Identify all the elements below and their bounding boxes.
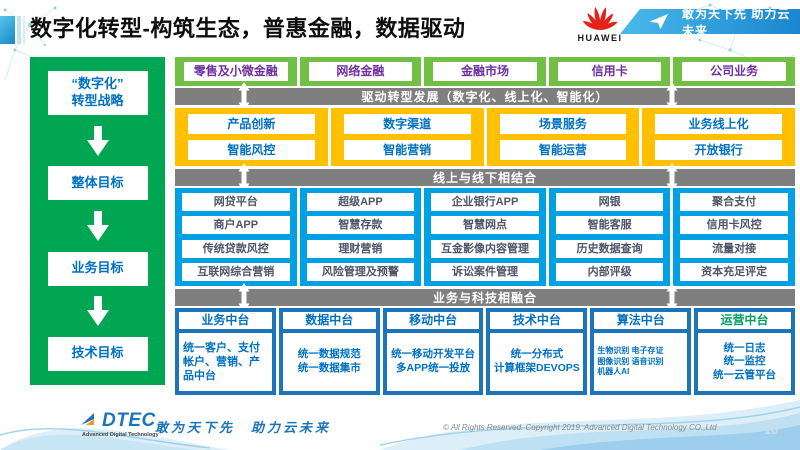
ribbon-slogan: 敢为天下先 助力云未来	[682, 6, 791, 38]
platform-algorithm: 算法中台 生物识别 电子存证 图像识别 语音识别 机器人AI	[590, 308, 692, 395]
slogan-ribbon: 敢为天下先 助力云未来	[620, 9, 800, 34]
capability-section: 产品创新 智能风控 数字渠道 智能营销 场景服务 智能运营 业务线上化 开放银行	[175, 108, 795, 166]
down-arrow-icon	[86, 125, 109, 156]
sidebar-item-business-goal: 业务目标	[47, 251, 148, 286]
wave-decor-bottom-right	[380, 400, 800, 450]
sidebar-item-strategy: “数字化” 转型战略	[47, 71, 148, 115]
double-arrow-icon	[666, 283, 678, 312]
banner-drive-label: 驱动转型发展（数字化、线上化、智能化）	[361, 90, 609, 104]
capability-product-innovation: 产品创新	[188, 114, 315, 134]
banner-tech-fusion-label: 业务与科技相融合	[432, 291, 537, 305]
banner-online-offline-label: 线上与线下相结合	[432, 171, 537, 185]
capability-scenario-service: 场景服务	[499, 114, 627, 134]
dtec-subtitle: Advanced Digital Technology	[82, 432, 159, 438]
app-merchant-app: 商户APP	[182, 216, 290, 235]
business-line-financial-market: 金融市场	[433, 62, 537, 81]
app-online-banking: 网银	[555, 193, 664, 212]
title-accent-bar	[23, 16, 25, 44]
app-litigation-mgmt: 诉讼案件管理	[431, 262, 539, 281]
app-capital-adequacy: 资本充足评定	[680, 262, 788, 281]
app-smart-service: 智能客服	[555, 216, 664, 235]
platform-header: 移动中台	[386, 312, 480, 329]
app-credit-card-risk: 信用卡风控	[680, 216, 788, 235]
dtec-logo: DTEC	[80, 411, 156, 431]
huawei-wordmark: HUAWEI	[577, 33, 623, 43]
platform-data: 数据中台 统一数据规范 统一数据集市	[278, 308, 380, 395]
sidebar-item-tech-goal: 技术目标	[47, 336, 148, 371]
platform-content: 统一移动开发平台 多APP统一投放	[386, 333, 480, 391]
platform-header: 算法中台	[594, 312, 688, 329]
double-arrow-icon	[238, 163, 250, 192]
app-smart-branch: 智慧网点	[431, 216, 539, 235]
huawei-logo: HUAWEI	[576, 3, 624, 43]
platform-content: 生物识别 电子存证 图像识别 语音识别 机器人AI	[594, 333, 688, 391]
down-arrow-icon	[86, 296, 109, 327]
banner-online-offline: 线上与线下相结合	[175, 163, 795, 192]
title-accent-square	[0, 16, 15, 44]
app-super-app: 超级APP	[306, 193, 415, 212]
business-line-retail: 零售及小微金融	[184, 62, 288, 81]
double-arrow-icon	[238, 283, 250, 312]
platform-content: 统一数据规范 统一数据集市	[282, 333, 376, 391]
app-history-data-query: 历史数据查询	[555, 239, 664, 258]
platform-content: 统一客户、支付帐户、营销、产品中台	[179, 333, 272, 391]
page-title: 数字化转型-构筑生态，普惠金融，数据驱动	[30, 16, 466, 41]
app-wealth-marketing: 理财营销	[306, 239, 415, 258]
app-traffic-connection: 流量对接	[680, 239, 788, 258]
application-section: 网贷平台 商户APP 传统贷款风控 互联网综合营销 超级APP 智慧存款 理财营…	[175, 188, 795, 286]
double-arrow-icon	[666, 82, 678, 111]
banner-drive-transformation: 驱动转型发展（数字化、线上化、智能化）	[175, 82, 795, 111]
sidebar-item-overall-goal: 整体目标	[47, 166, 148, 201]
business-line-row: 零售及小微金融 网络金融 金融市场 信用卡 公司业务	[175, 57, 795, 86]
platform-mobile: 移动中台 统一移动开发平台 多APP统一投放	[382, 308, 484, 395]
huawei-flower-icon	[582, 6, 618, 30]
app-internet-marketing: 互联网综合营销	[182, 262, 290, 281]
dtec-arrow-icon	[81, 413, 94, 425]
platform-header: 运营中台	[698, 312, 791, 329]
down-arrow-icon	[86, 210, 109, 241]
app-internal-rating: 内部评级	[555, 262, 664, 281]
platform-header: 业务中台	[179, 312, 272, 329]
capability-digital-channel: 数字渠道	[343, 114, 471, 134]
app-traditional-loan-risk: 传统贷款风控	[182, 239, 290, 258]
platform-technology: 技术中台 统一分布式 计算框架DEVOPS	[486, 308, 588, 395]
platform-header: 数据中台	[282, 312, 376, 329]
platform-section: 业务中台 统一客户、支付帐户、营销、产品中台 数据中台 统一数据规范 统一数据集…	[175, 308, 795, 395]
capability-business-online: 业务线上化	[655, 114, 782, 134]
platform-content: 统一日志 统一监控 统一云管平台	[698, 333, 791, 391]
strategy-sidebar: “数字化” 转型战略 整体目标 业务目标 技术目标	[30, 57, 165, 385]
business-line-corporate: 公司业务	[682, 62, 786, 81]
platform-header: 技术中台	[490, 312, 584, 329]
capability-smart-marketing: 智能营销	[343, 140, 471, 160]
app-smart-deposit: 智慧存款	[306, 216, 415, 235]
app-aggregate-payment: 聚合支付	[680, 193, 788, 212]
capability-smart-risk: 智能风控	[188, 140, 315, 160]
double-arrow-icon	[666, 163, 678, 192]
app-loan-platform: 网贷平台	[182, 193, 290, 212]
app-corporate-banking-app: 企业银行APP	[431, 193, 539, 212]
platform-operation: 运营中台 统一日志 统一监控 统一云管平台	[694, 308, 795, 395]
page-number: 10	[764, 422, 779, 437]
platform-business: 业务中台 统一客户、支付帐户、营销、产品中台	[175, 308, 276, 395]
banner-tech-fusion: 业务与科技相融合	[175, 283, 795, 312]
platform-content: 统一分布式 计算框架DEVOPS	[490, 333, 584, 391]
business-line-credit-card: 信用卡	[557, 62, 662, 81]
capability-smart-operation: 智能运营	[499, 140, 627, 160]
business-line-internet-finance: 网络金融	[308, 62, 413, 81]
copyright-text: © All Rights Reserved. Copyright 2019. A…	[443, 423, 717, 432]
capability-open-banking: 开放银行	[655, 140, 782, 160]
footer-slogan: 敢为天下先 助力云未来	[155, 420, 332, 435]
double-arrow-icon	[238, 82, 250, 111]
network-decor-top-left	[3, 6, 57, 81]
app-image-content-mgmt: 互金影像内容管理	[431, 239, 539, 258]
wave-decor-bottom-left	[0, 427, 230, 450]
paper-plane-icon	[650, 14, 668, 29]
title-accent-bar	[17, 16, 21, 44]
dtec-wordmark: DTEC	[102, 410, 156, 431]
app-risk-warning: 风险管理及预警	[306, 262, 415, 281]
